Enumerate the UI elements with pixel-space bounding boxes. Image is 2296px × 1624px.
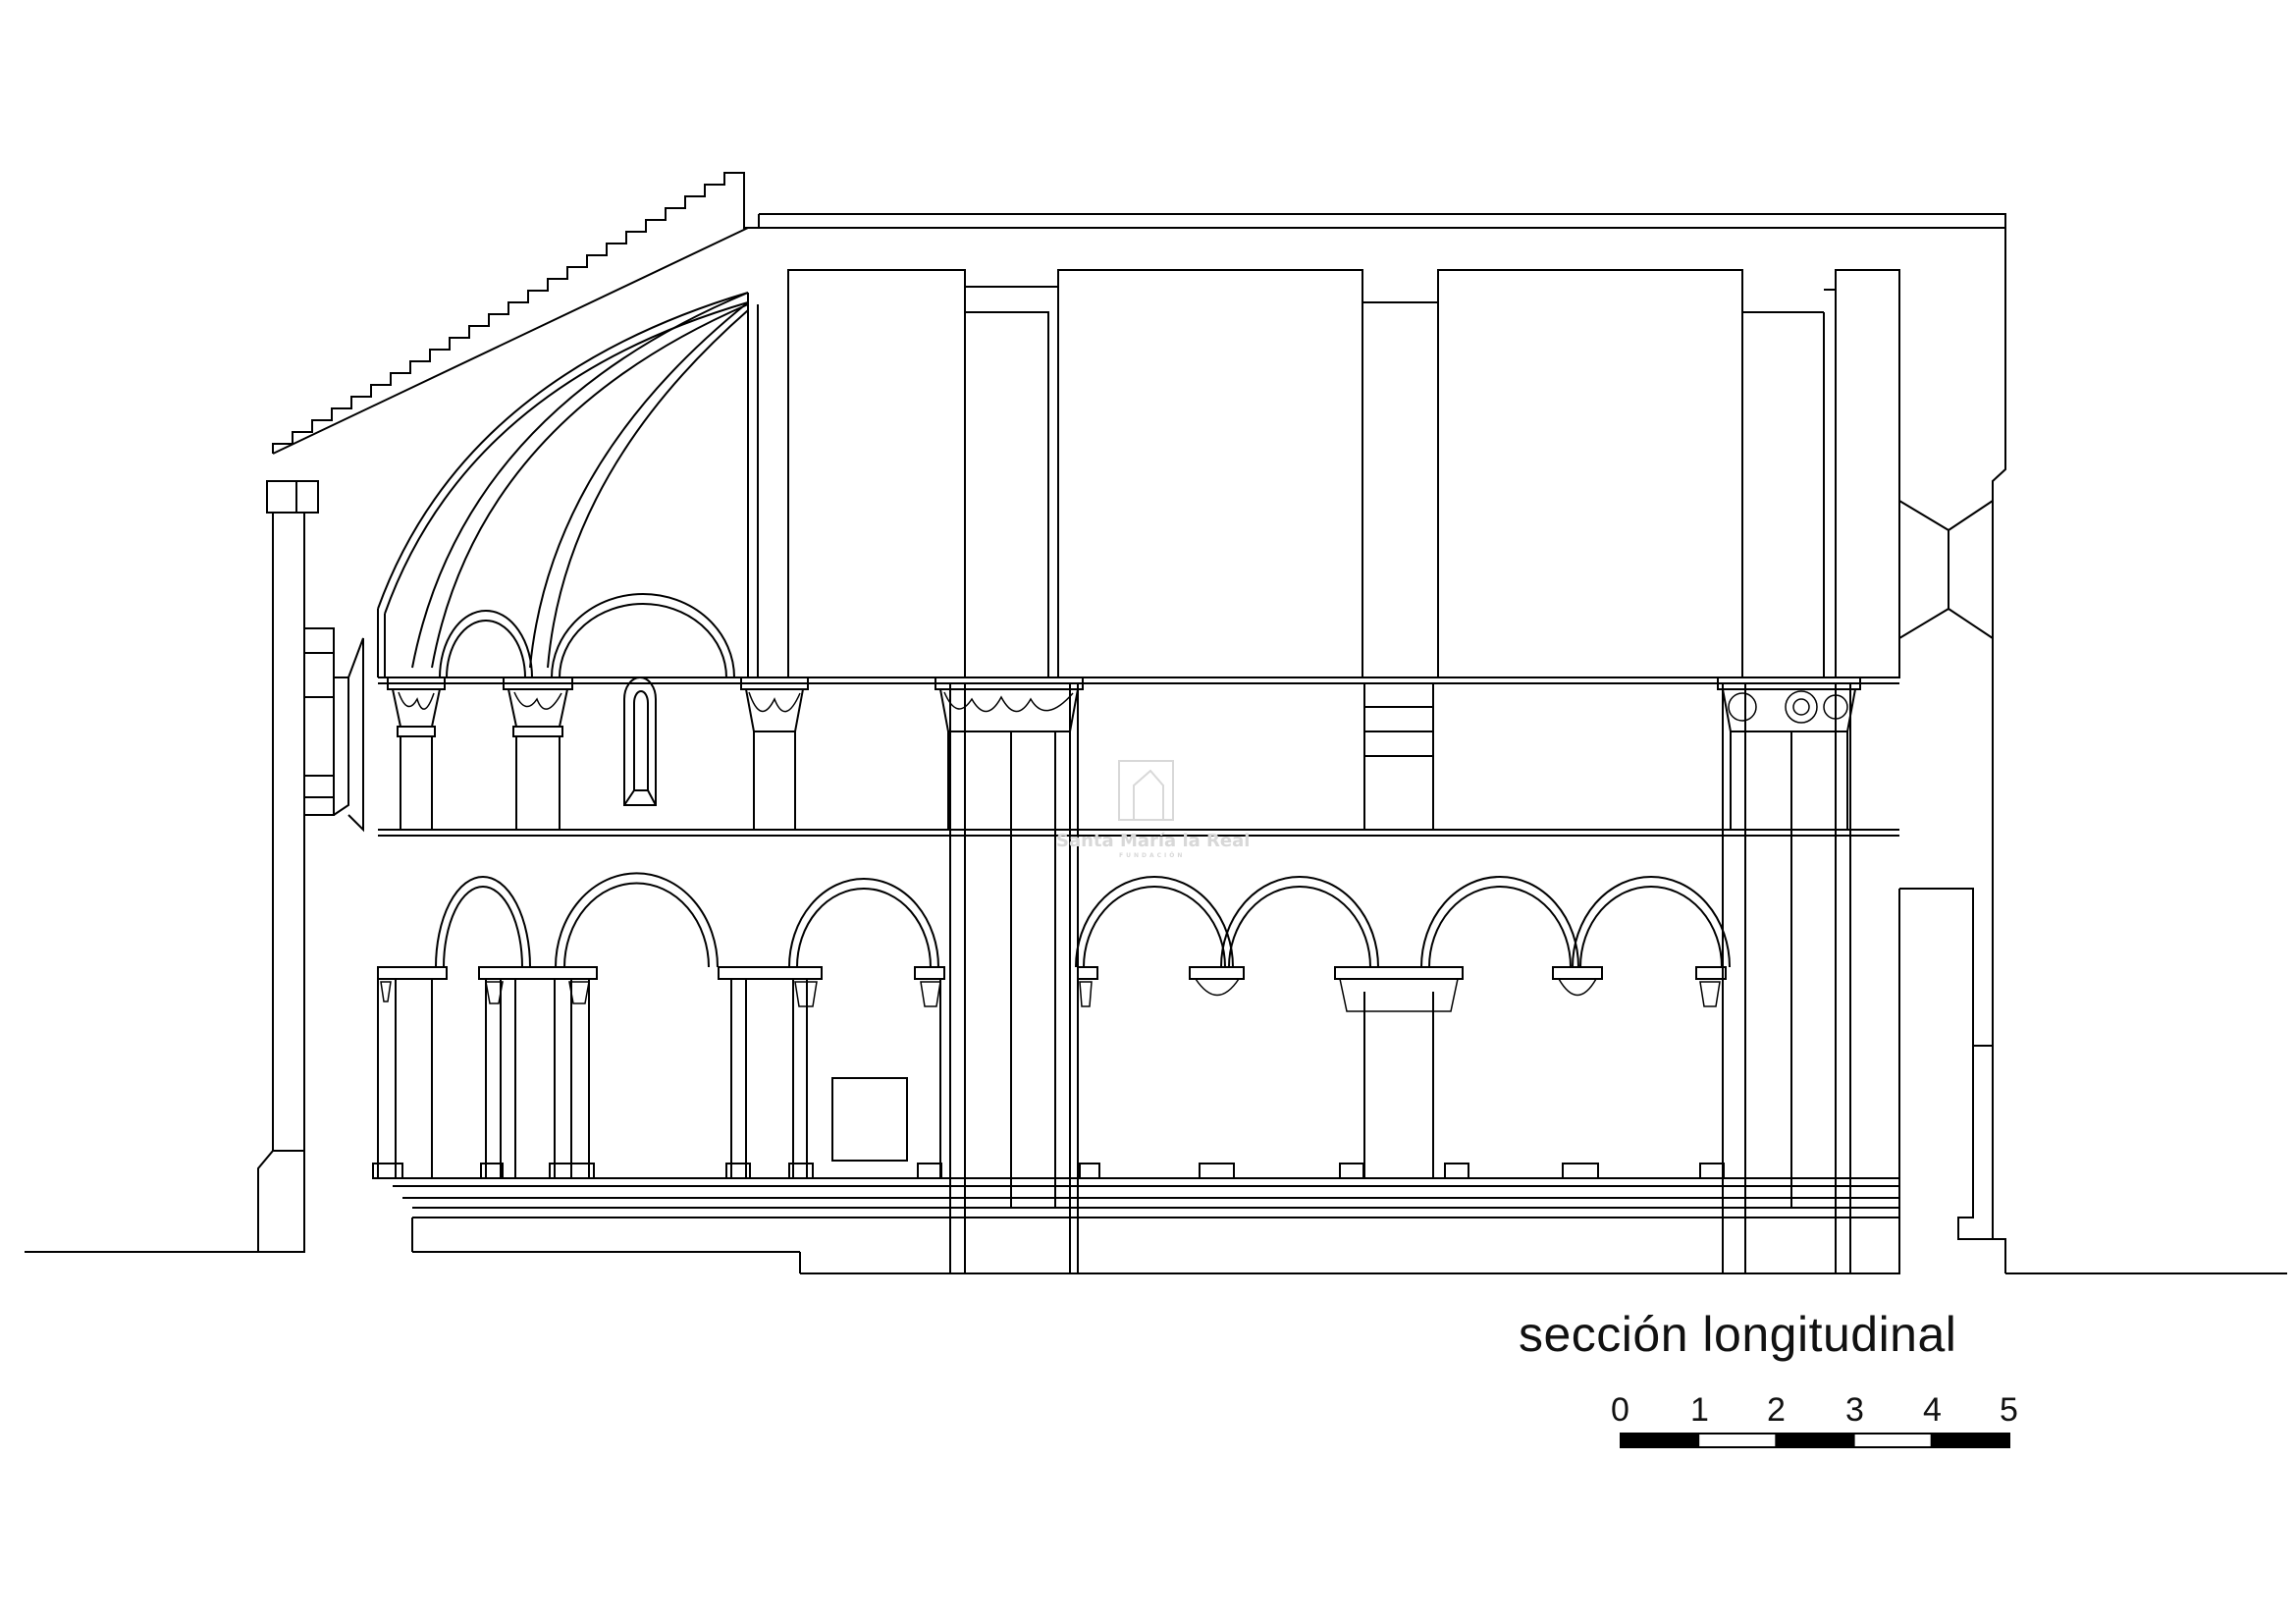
building-outline <box>411 213 2006 1274</box>
drawing-caption: sección longitudinal <box>1519 1307 1957 1362</box>
stepped-roof <box>272 172 759 455</box>
upper-wall-panels <box>787 269 1994 678</box>
column-bases <box>372 1163 1725 1179</box>
upper-columns <box>387 677 1861 830</box>
capital-ornaments <box>398 690 1848 724</box>
string-courses <box>378 677 1899 837</box>
watermark-subtitle: FUNDACIÓN <box>1119 852 1185 859</box>
scale-label-0: 0 <box>1611 1391 1629 1429</box>
scale-label-3: 3 <box>1845 1391 1864 1429</box>
watermark: Santa María la Real FUNDACIÓN <box>1056 760 1250 859</box>
scale-label-5: 5 <box>2000 1391 2018 1429</box>
scale-segment-1 <box>1697 1433 1778 1448</box>
scale-label-1: 1 <box>1690 1391 1709 1429</box>
scale-segment-3 <box>1852 1433 1933 1448</box>
scale-segment-2 <box>1775 1433 1855 1448</box>
lower-arcade-arches <box>435 872 1731 968</box>
scale-segment-4 <box>1930 1433 2011 1448</box>
lower-capitals <box>380 978 1721 1012</box>
scale-bar: 0 1 2 3 4 5 <box>1611 1391 2018 1448</box>
scale-segment-0 <box>1620 1433 1700 1448</box>
left-buttress <box>257 480 364 1253</box>
apse-dome <box>377 292 759 677</box>
plinth <box>378 1177 1899 1218</box>
wall-opening <box>831 1077 908 1162</box>
scale-label-2: 2 <box>1767 1391 1786 1429</box>
scale-label-4: 4 <box>1923 1391 1942 1429</box>
ground-line <box>25 1251 2287 1274</box>
apse-upper-arches <box>439 593 735 806</box>
watermark-name: Santa María la Real <box>1056 831 1250 851</box>
right-wall-recess <box>1899 888 1993 1240</box>
watermark-logo <box>1118 760 1174 821</box>
